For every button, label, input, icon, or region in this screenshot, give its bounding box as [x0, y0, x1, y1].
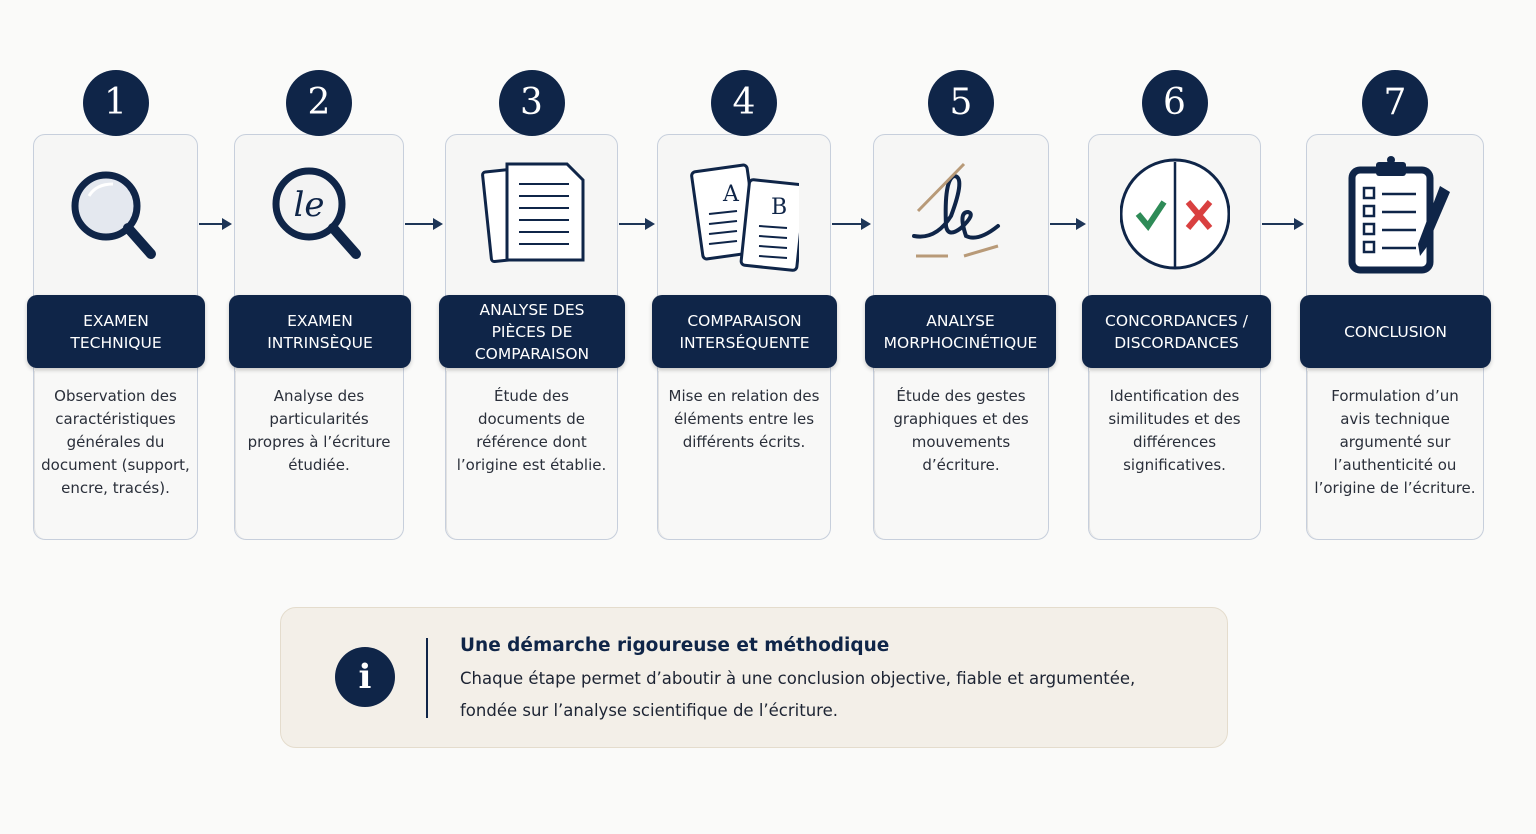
arrow-right-icon: [1262, 216, 1304, 232]
step-6: 6 CONCORDANCES / DISCORDANCES Identificat…: [1082, 70, 1271, 542]
step-title-line: INTRINSÈQUE: [267, 333, 373, 352]
step-title-line: INTERSÉQUENTE: [679, 333, 810, 352]
step-number-badge: 5: [928, 70, 994, 136]
step-title-line: CONCLUSION: [1344, 322, 1447, 341]
card-lower: [34, 371, 197, 539]
step-number-badge: 6: [1141, 70, 1208, 136]
step-title-line: CONCORDANCES /: [1105, 311, 1248, 330]
step-number-badge: 4: [711, 70, 777, 136]
documents-icon: [477, 156, 587, 276]
step-number-badge: 7: [1362, 70, 1428, 136]
info-icon: i: [335, 647, 395, 707]
card-lower: [1307, 371, 1483, 539]
step-title-line: MORPHOCINÉTIQUE: [883, 333, 1038, 352]
clipboard-checklist-icon: [1340, 156, 1450, 276]
step-title: CONCORDANCES / DISCORDANCES: [1082, 295, 1271, 368]
step-2: 2 le EXAMEN INTRINSÈQUE Analyse des parti…: [229, 70, 411, 542]
step-title: EXAMEN INTRINSÈQUE: [229, 295, 411, 368]
step-title: ANALYSE DES PIÈCES DE COMPARAISON: [439, 295, 625, 368]
step-3: 3 ANALYSE DES PIÈCES DE COMPARAISON Étude …: [439, 70, 625, 542]
check-cross-icon: [1119, 156, 1230, 276]
step-title-line: ANALYSE DES: [479, 300, 585, 319]
arrow-right-icon: [405, 216, 443, 232]
info-line-1: Chaque étape permet d’aboutir à une conc…: [460, 669, 1136, 688]
card-lower: [446, 371, 617, 539]
step-description: Analyse des particularités propres à l’é…: [247, 387, 391, 474]
step-description: Étude des documents de référence dont l’…: [456, 387, 607, 474]
card-lower: [235, 371, 403, 539]
step-description: Formulation d’un avis technique argument…: [1314, 387, 1476, 497]
step-title-line: EXAMEN: [287, 311, 353, 330]
step-description: Observation des caractéristiques général…: [41, 387, 190, 497]
step-title: COMPARAISON INTERSÉQUENTE: [652, 295, 837, 368]
svg-text:B: B: [771, 195, 787, 220]
arrow-right-icon: [619, 216, 655, 232]
step-7: 7 CONCLUSION Formulation d’un avis techn…: [1300, 70, 1491, 542]
svg-text:le: le: [294, 185, 325, 225]
step-title: EXAMEN TECHNIQUE: [27, 295, 205, 368]
step-description: Mise en relation des éléments entre les …: [668, 387, 820, 451]
arrow-right-icon: [199, 216, 232, 232]
svg-text:A: A: [722, 182, 740, 207]
step-title-line: COMPARAISON: [474, 344, 590, 363]
divider: [426, 638, 428, 718]
step-number-badge: 1: [82, 70, 149, 136]
step-description: Étude des gestes graphiques et des mouve…: [893, 387, 1029, 474]
arrow-right-icon: [832, 216, 871, 232]
step-1: 1 EXAMEN TECHNIQUE Observation des caract…: [27, 70, 205, 542]
card-lower: [874, 371, 1048, 539]
step-title-line: EXAMEN: [83, 311, 149, 330]
info-line-2: fondée sur l’analyse scientifique de l’é…: [460, 701, 838, 720]
arrow-right-icon: [1050, 216, 1086, 232]
step-description: Identification des similitudes et des di…: [1108, 387, 1241, 474]
step-title-line: DISCORDANCES: [1114, 333, 1239, 352]
card-lower: [1089, 371, 1260, 539]
step-number-badge: 2: [286, 70, 352, 136]
info-box: i Une démarche rigoureuse et méthodique …: [280, 607, 1228, 748]
info-title: Une démarche rigoureuse et méthodique: [460, 635, 890, 656]
handwriting-motion-icon: [906, 156, 1016, 276]
step-title-line: ANALYSE: [926, 311, 995, 330]
magnifier-icon: [61, 156, 171, 276]
step-title-line: TECHNIQUE: [70, 333, 162, 352]
step-5: 5 ANALYSE MORPHOCINÉTIQUE Étude des geste…: [865, 70, 1056, 542]
step-number-badge: 3: [498, 70, 565, 136]
step-title: CONCLUSION: [1300, 295, 1491, 368]
step-title: ANALYSE MORPHOCINÉTIQUE: [865, 295, 1056, 368]
magnifier-handwriting-icon: le: [264, 156, 374, 276]
step-title-line: COMPARAISON: [687, 311, 802, 330]
step-title-line: PIÈCES DE: [491, 322, 573, 341]
card-lower: [658, 371, 830, 539]
